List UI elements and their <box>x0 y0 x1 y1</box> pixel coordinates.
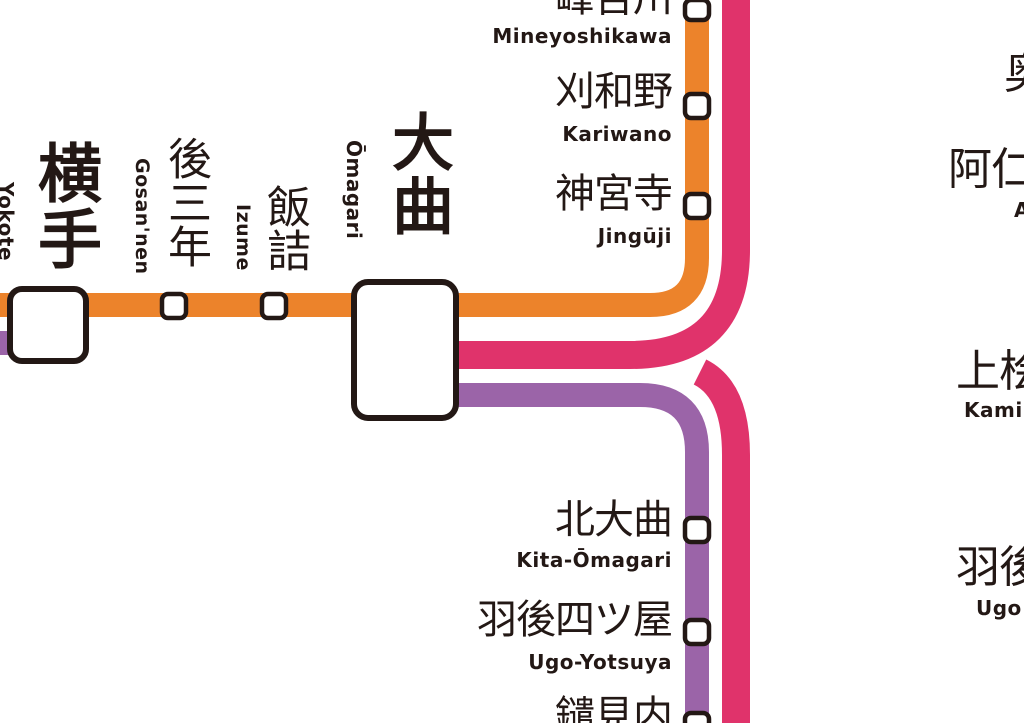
station-mark-jinguji[interactable] <box>682 191 712 221</box>
station-romaji-mineyoshikawa: Mineyoshikawa <box>492 24 672 48</box>
station-romaji-kariwano: Kariwano <box>562 122 672 146</box>
right-station-3-romaji: Kami <box>964 398 1023 422</box>
station-name-kariwano: 刈和野 <box>555 69 673 115</box>
station-mark-kariwano[interactable] <box>682 91 712 121</box>
station-romaji-gosannen: Gosan'nen <box>131 158 153 275</box>
station-name-gosannen: 後三年 <box>160 136 211 268</box>
station-mark-mineyoshikawa[interactable] <box>682 0 712 23</box>
station-romaji-yokote: Yokote <box>0 182 18 262</box>
station-name-yokote: 横手 <box>27 140 101 272</box>
station-romaji-kita-omagari: Kita-Ōmagari <box>516 548 672 572</box>
station-name-kita-omagari: 北大曲 <box>555 497 673 543</box>
right-station-3-name: 上桧 <box>956 346 1024 397</box>
station-mark-izume[interactable] <box>259 291 289 321</box>
purple-line <box>455 383 709 723</box>
right-station-1-name: 奥 <box>1004 52 1024 96</box>
station-mark-gosannen[interactable] <box>159 291 189 321</box>
magenta-line-south <box>692 359 750 723</box>
right-station-2-romaji: A <box>1014 198 1024 222</box>
station-romaji-omagari: Ōmagari <box>342 140 366 240</box>
station-mark-next-south[interactable] <box>682 710 712 723</box>
station-name-ugo-yotsuya: 羽後四ツ屋 <box>477 597 673 643</box>
right-station-4-name: 羽後 <box>956 542 1024 593</box>
station-romaji-izume: Izume <box>232 204 254 271</box>
station-romaji-ugo-yotsuya: Ugo-Yotsuya <box>528 650 672 674</box>
station-mark-omagari[interactable] <box>351 279 459 421</box>
station-name-mineyoshikawa: 峰吉川 <box>555 0 673 18</box>
station-name-jinguji: 神宮寺 <box>555 171 673 217</box>
station-name-omagari: 大曲 <box>381 110 454 238</box>
magenta-line-north <box>455 0 750 369</box>
right-station-4-romaji: Ugo <box>976 596 1022 620</box>
station-name-next-south: 鑓見内 <box>555 693 673 723</box>
right-station-2-name: 阿仁 <box>948 144 1024 195</box>
station-mark-yokote[interactable] <box>7 286 89 364</box>
station-mark-kita-omagari[interactable] <box>682 515 712 545</box>
station-name-izume: 飯詰 <box>259 184 310 272</box>
station-romaji-jinguji: Jingūji <box>597 224 672 248</box>
station-mark-ugo-yotsuya[interactable] <box>682 617 712 647</box>
